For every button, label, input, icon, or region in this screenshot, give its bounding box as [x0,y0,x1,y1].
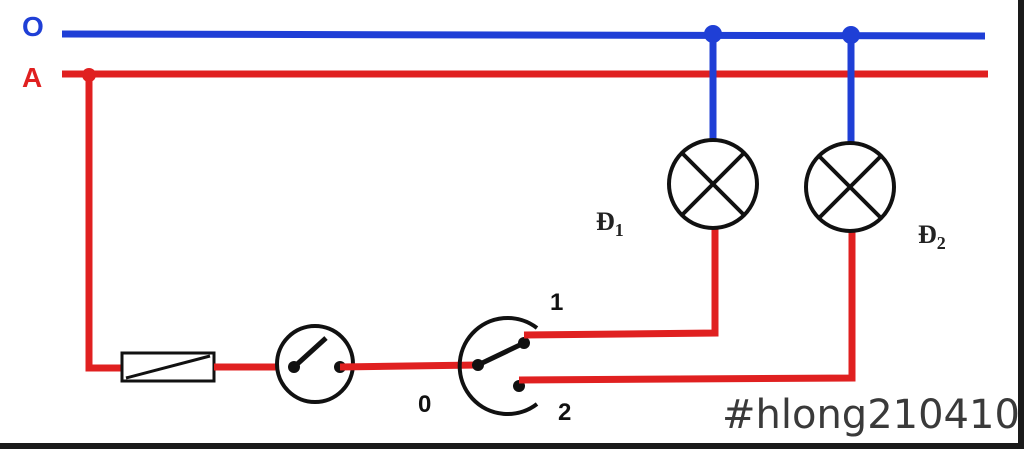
lamp1-icon [667,138,759,230]
lamp2-label: Đ2 [918,220,946,253]
switch-common-label: 0 [418,391,431,418]
neutral-wire [61,30,986,40]
contact1-to-lamp1-wire [523,225,719,339]
lamp1-label: Đ1 [596,207,624,240]
phase-line-label: A [22,62,42,93]
switch-to-two-way-wire [339,361,479,371]
lamp2-icon [804,141,896,233]
fuse-element [125,354,211,380]
phase-feed-wire [85,75,122,372]
single-switch-lever [292,336,328,369]
watermark-text: #hlong210410 [722,392,1018,438]
neutral-line-label: O [22,11,44,42]
switch-position-2-label: 2 [558,399,571,426]
two-way-switch-icon [457,316,539,416]
two-way-switch-lever [476,340,526,368]
switch-position-1-label: 1 [550,289,563,316]
contact2-to-lamp2-wire [518,228,856,384]
